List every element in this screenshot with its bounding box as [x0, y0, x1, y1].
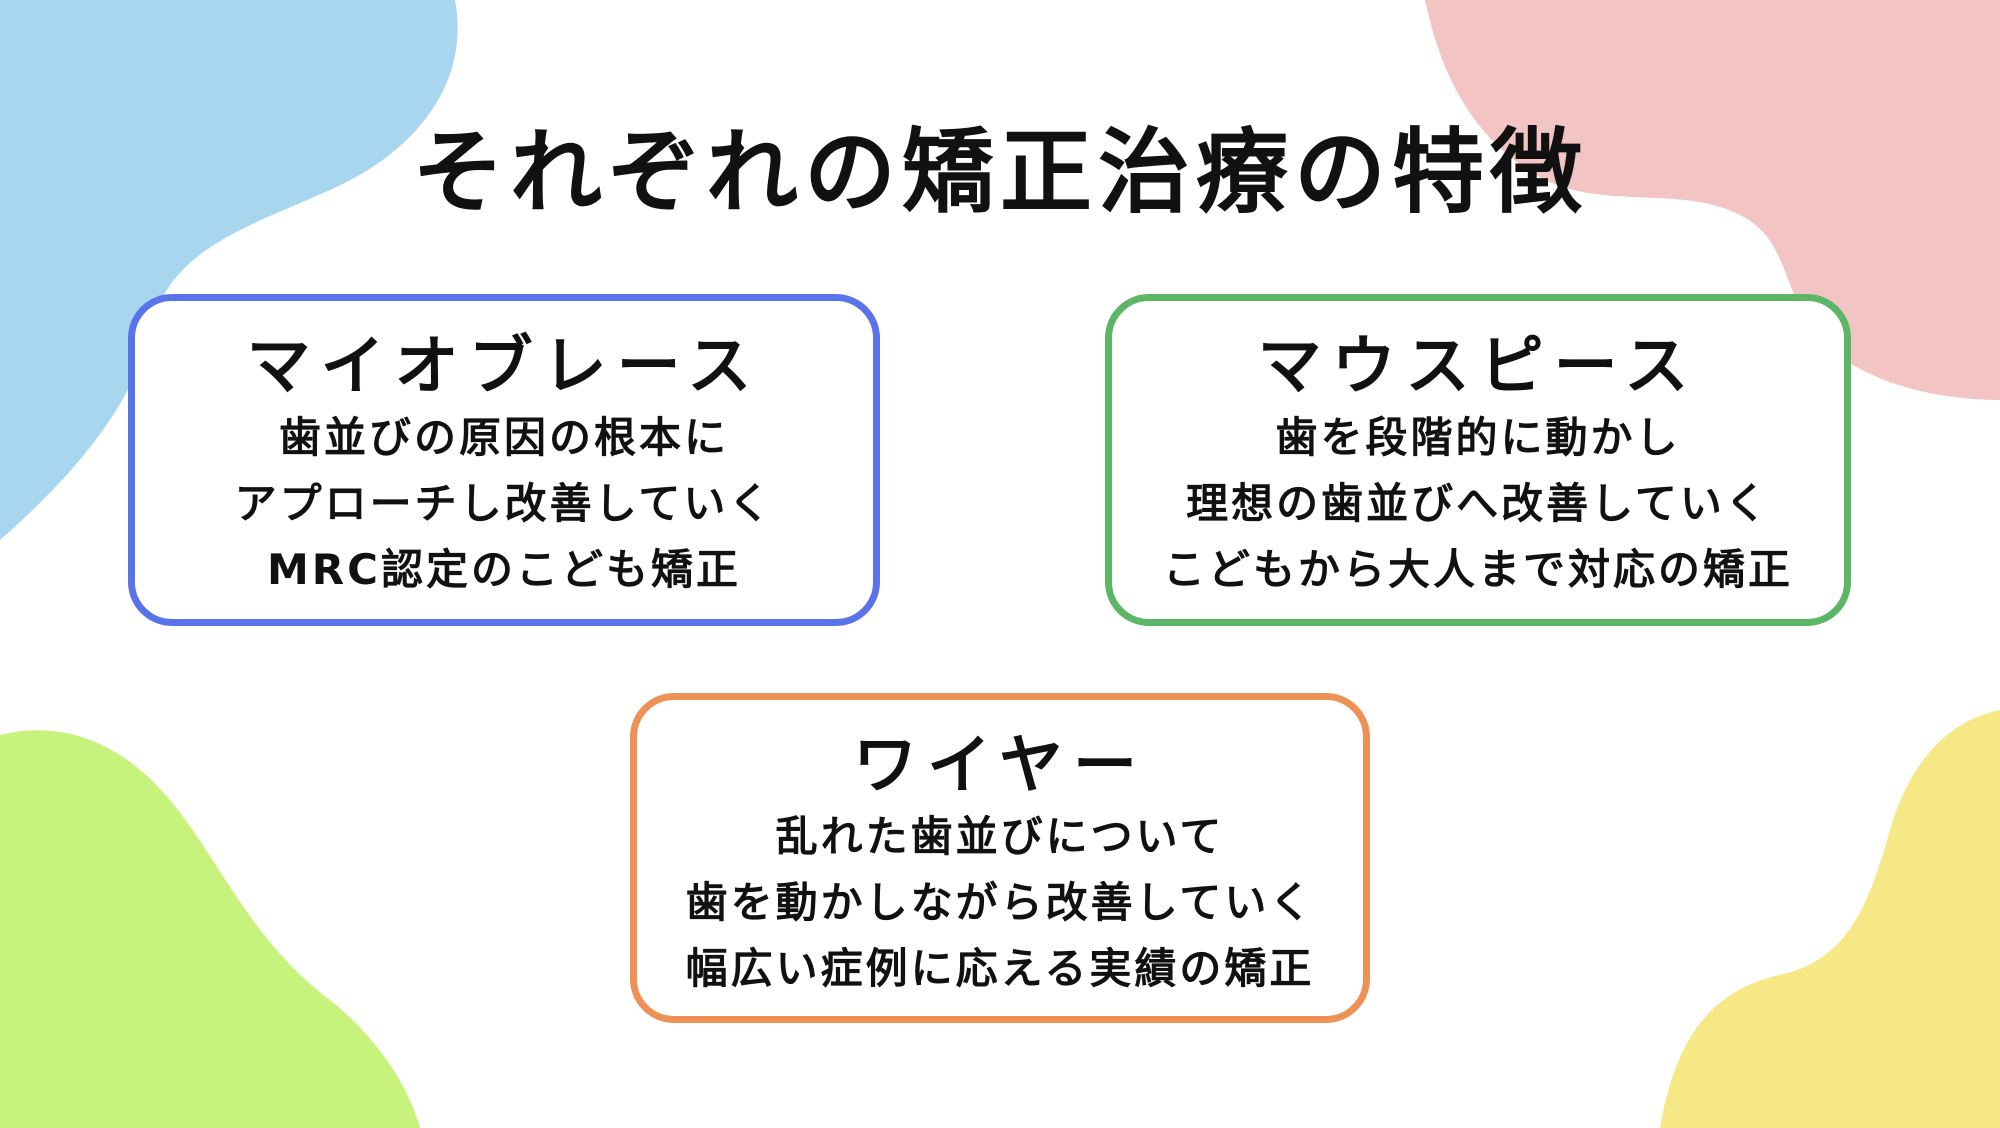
card-myobrace: マイオブレース 歯並びの原因の根本に アプローチし改善していく MRC認定のこど…	[128, 294, 880, 626]
card-line: MRC認定のこども矯正	[267, 545, 741, 594]
card-mouthpiece: マウスピース 歯を段階的に動かし 理想の歯並びへ改善していく こどもから大人まで…	[1105, 294, 1851, 626]
yellow-blob	[1660, 710, 2000, 1128]
pink-blob	[1425, 0, 2000, 400]
card-line: 歯を動かしながら改善していく	[685, 878, 1315, 927]
green-blob	[0, 730, 420, 1128]
card-line: 歯並びの原因の根本に	[278, 413, 729, 462]
card-line: 乱れた歯並びについて	[775, 812, 1225, 861]
card-title: ワイヤー	[852, 729, 1148, 803]
card-line: 理想の歯並びへ改善していく	[1186, 479, 1770, 528]
card-line: こどもから大人まで対応の矯正	[1162, 545, 1793, 594]
blue-blob	[0, 0, 458, 540]
card-line: 幅広い症例に応える実績の矯正	[685, 944, 1315, 993]
card-line: アプローチし改善していく	[234, 479, 774, 528]
card-line: 歯を段階的に動かし	[1275, 413, 1681, 462]
card-title: マイオブレース	[246, 330, 762, 404]
card-wire: ワイヤー 乱れた歯並びについて 歯を動かしながら改善していく 幅広い症例に応える…	[630, 693, 1370, 1023]
card-title: マウスピース	[1257, 330, 1699, 404]
page-title: それぞれの矯正治療の特徴	[411, 119, 1588, 226]
